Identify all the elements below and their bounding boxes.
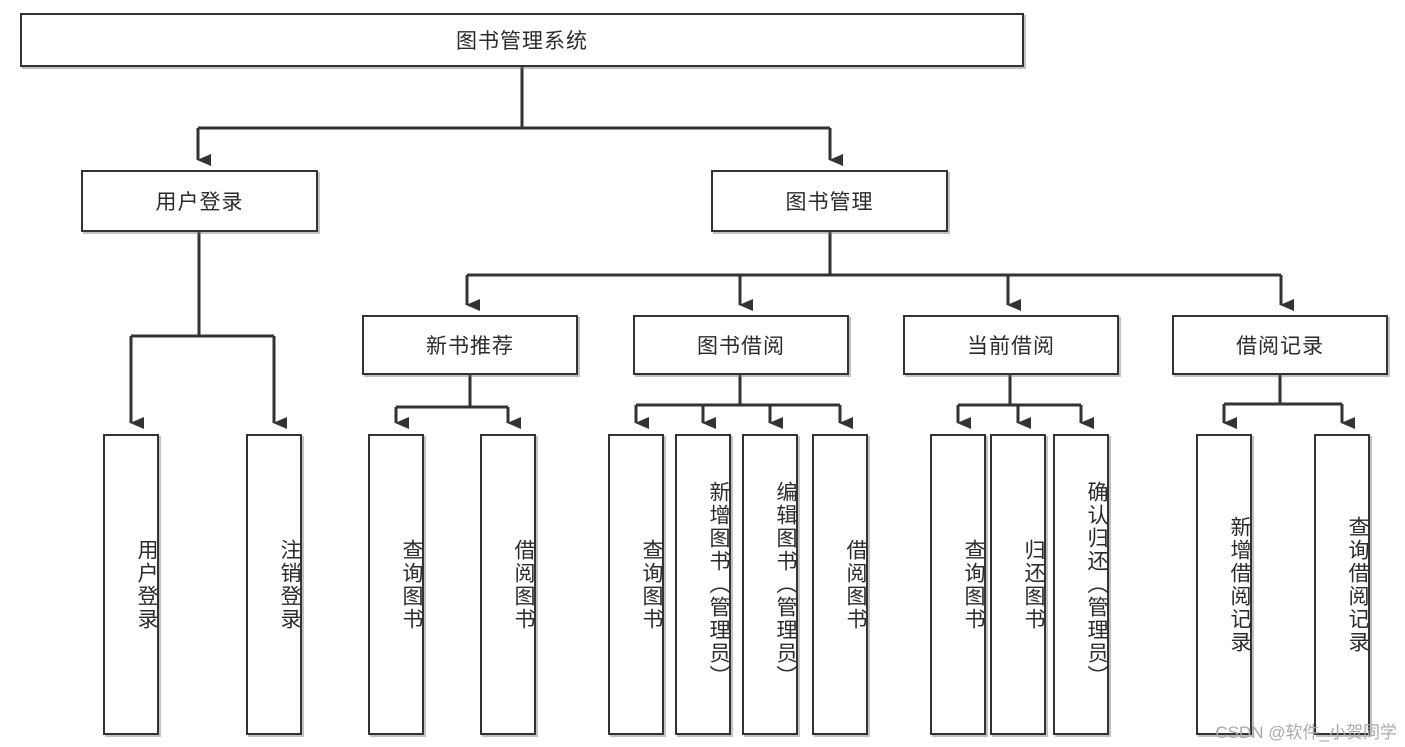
leaf-user-login-login[interactable]: 用户登录: [103, 434, 159, 735]
leaf-new-book-borrow[interactable]: 借阅图书: [480, 434, 536, 735]
leaf-new-book-query[interactable]: 查询图书: [368, 434, 424, 735]
node-book-management[interactable]: 图书管理: [711, 170, 948, 232]
leaf-borrow-record-add[interactable]: 新增借阅记录: [1196, 434, 1252, 735]
node-book-borrow-label: 图书借阅: [697, 335, 785, 358]
leaf-book-borrow-query[interactable]: 查询图书: [608, 434, 664, 735]
leaf-current-borrow-query[interactable]: 查询图书: [930, 434, 986, 735]
node-root-label: 图书管理系统: [456, 30, 588, 53]
node-book-management-label: 图书管理: [785, 191, 874, 214]
node-borrow-record-label: 借阅记录: [1236, 335, 1324, 358]
node-user-login[interactable]: 用户登录: [81, 170, 318, 232]
leaf-borrow-record-query[interactable]: 查询借阅记录: [1314, 434, 1370, 735]
leaf-label: 新增借阅记录: [1228, 515, 1251, 654]
leaf-book-borrow-add[interactable]: 新增图书（管理员）: [675, 434, 731, 735]
leaf-label: 查询图书: [640, 538, 663, 631]
node-root[interactable]: 图书管理系统: [20, 13, 1024, 67]
node-current-borrow-label: 当前借阅: [967, 335, 1055, 358]
node-new-book-recommend-label: 新书推荐: [426, 335, 514, 358]
leaf-book-borrow-borrow[interactable]: 借阅图书: [812, 434, 868, 735]
leaf-label: 查询图书: [962, 538, 985, 631]
leaf-label: 查询借阅记录: [1346, 515, 1369, 654]
leaf-book-borrow-edit[interactable]: 编辑图书（管理员）: [742, 434, 798, 735]
leaf-current-borrow-confirm[interactable]: 确认归还（管理员）: [1053, 434, 1109, 735]
leaf-label: 查询图书: [400, 538, 423, 631]
node-current-borrow[interactable]: 当前借阅: [903, 315, 1119, 375]
node-borrow-record[interactable]: 借阅记录: [1172, 315, 1388, 375]
leaf-label: 编辑图书（管理员）: [774, 481, 797, 688]
node-new-book-recommend[interactable]: 新书推荐: [362, 315, 578, 375]
leaf-label: 新增图书（管理员）: [707, 481, 730, 688]
leaf-label: 确认归还（管理员）: [1085, 481, 1108, 688]
leaf-label: 借阅图书: [844, 538, 867, 631]
node-book-borrow[interactable]: 图书借阅: [633, 315, 849, 375]
leaf-current-borrow-return[interactable]: 归还图书: [990, 434, 1046, 735]
leaf-label: 用户登录: [135, 538, 158, 631]
watermark: CSDN @软件_小贺同学: [1215, 723, 1397, 742]
leaf-user-login-logout[interactable]: 注销登录: [246, 434, 302, 735]
node-user-login-label: 用户登录: [155, 191, 244, 214]
leaf-label: 借阅图书: [512, 538, 535, 631]
leaf-label: 注销登录: [278, 538, 301, 631]
leaf-label: 归还图书: [1022, 538, 1045, 631]
